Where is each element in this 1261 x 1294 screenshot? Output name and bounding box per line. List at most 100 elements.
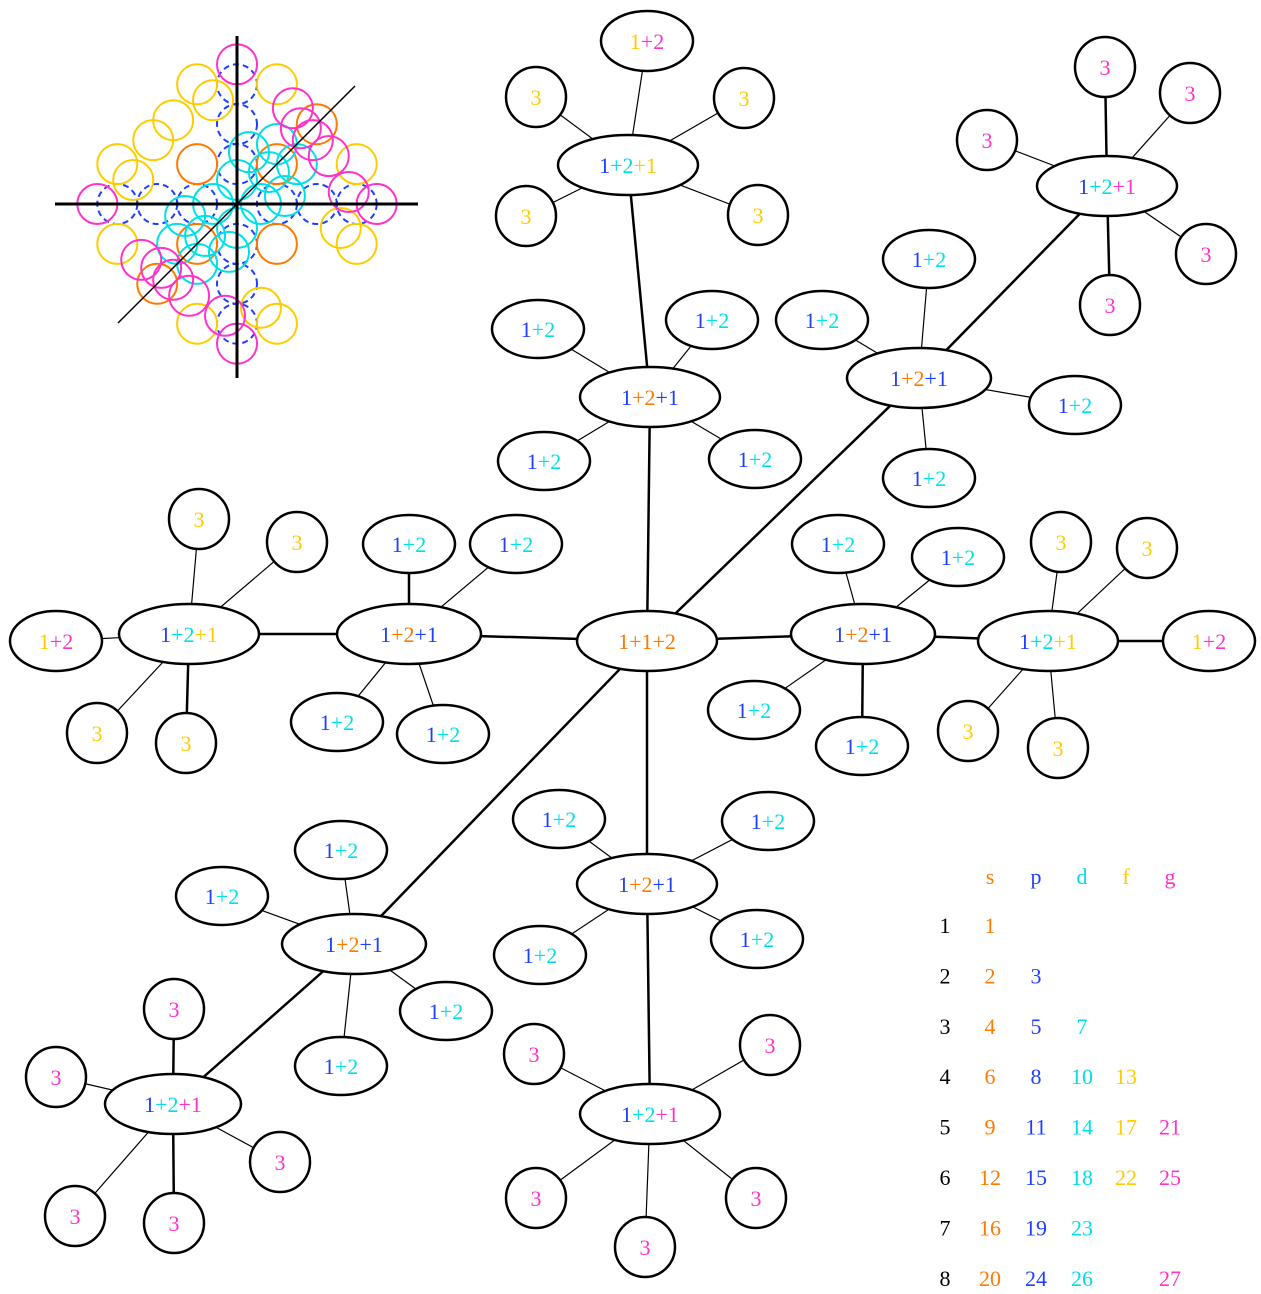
node-ellipse [398, 980, 494, 1042]
table-cell-d: 18 [1071, 1165, 1093, 1190]
node-ellipse [1115, 516, 1179, 580]
node-label-part: 2 [168, 1092, 179, 1117]
inset-axis-diag [117, 85, 356, 324]
inset-circle [271, 87, 314, 130]
node-label-part: 2 [449, 722, 460, 747]
node-label-part: + [656, 1102, 668, 1127]
node-label: 1+2+1 [380, 622, 438, 647]
node-label-part: 1 [542, 807, 553, 832]
node-label-part: 2 [415, 532, 426, 557]
node-label-part: 1 [646, 153, 657, 178]
node-r-2: 1+2 [910, 526, 1006, 588]
node-ellipse [578, 1082, 722, 1146]
node-fl-1: 3 [167, 487, 231, 551]
node-label: 3 [1105, 293, 1116, 318]
node-hub-down: 1+2+1 [575, 852, 719, 916]
node-ellipse [1027, 374, 1123, 436]
node-fd-2: 3 [738, 1013, 802, 1077]
node-label: 1+2 [912, 247, 946, 272]
node-label: 3 [1201, 242, 1212, 267]
node-label-part: + [553, 807, 565, 832]
node-label-part: + [538, 449, 550, 474]
inset-circle [140, 246, 183, 289]
node-ellipse [65, 701, 129, 765]
node-d-2: 1+2 [720, 790, 816, 852]
node-label: 3 [1053, 736, 1064, 761]
node-label: 3 [963, 719, 974, 744]
inset-circle [208, 230, 251, 273]
node-label-part: 3 [531, 1186, 542, 1211]
node-ellipse [43, 1184, 107, 1248]
node-ellipse [395, 703, 491, 765]
node-label-part: + [923, 466, 935, 491]
node-label-part: 3 [982, 128, 993, 153]
node-ellipse [502, 1022, 566, 1086]
node-label-part: 1 [144, 1092, 155, 1117]
node-label-part: 3 [1105, 293, 1116, 318]
node-label-part: 1 [325, 932, 336, 957]
node-label-part: 3 [194, 507, 205, 532]
node-label-part: + [653, 629, 665, 654]
table-header-p: p [1031, 864, 1042, 889]
inset-circle [164, 194, 207, 237]
node-label-part: 2 [914, 366, 925, 391]
table-cell-s: 20 [979, 1266, 1001, 1291]
node-label-part: + [403, 532, 415, 557]
node-l-4: 1+2 [395, 703, 491, 765]
table-cell-p: 3 [1031, 963, 1042, 988]
node-label-part: 2 [550, 449, 561, 474]
node-r-3: 1+2 [706, 679, 802, 741]
table-cell-p: 5 [1031, 1014, 1042, 1039]
node-fd-3: 3 [504, 1166, 568, 1230]
node-label-part: 3 [1201, 242, 1212, 267]
node-ellipse [910, 526, 1006, 588]
node-far-right: 1+2+1 [976, 609, 1120, 673]
node-label-part: 1 [668, 1102, 679, 1127]
node-label: 1+1+2 [618, 629, 676, 654]
inset-circle [335, 222, 378, 265]
node-far-ur: 1+2+1 [1035, 154, 1179, 218]
node-label-part: 2 [228, 884, 239, 909]
table-cell-f: 13 [1115, 1064, 1137, 1089]
node-u-3: 1+2 [496, 430, 592, 492]
node-label-part: 1 [621, 385, 632, 410]
node-label-part: + [335, 1054, 347, 1079]
table-cell-p: 8 [1031, 1064, 1042, 1089]
node-label: 1+2 [751, 809, 785, 834]
node-label-part: 1 [618, 629, 629, 654]
node-label-part: + [901, 366, 913, 391]
node-label: 1+2 [941, 545, 975, 570]
node-label-part: 1 [941, 545, 952, 570]
node-label: 1+2 [429, 999, 463, 1024]
node-ellipse [490, 298, 586, 360]
node-fu-top: 1+2 [599, 9, 695, 73]
node-fll-3: 3 [248, 1130, 312, 1194]
node-label-part: 1 [426, 722, 437, 747]
node-label-part: 1 [912, 466, 923, 491]
node-label: 3 [531, 1186, 542, 1211]
table-row-number: 2 [940, 963, 951, 988]
node-ellipse [24, 1045, 88, 1109]
node-label-part: 1 [324, 1054, 335, 1079]
node-ellipse [280, 912, 428, 976]
table-row-number: 3 [940, 1014, 951, 1039]
node-ellipse [142, 977, 206, 1041]
node-label-part: 2 [718, 308, 729, 333]
node-label: 3 [275, 1150, 286, 1175]
node-label-part: 1 [751, 809, 762, 834]
node-ellipse [712, 66, 776, 130]
node-label: 1+2 [521, 317, 555, 342]
node-ellipse [706, 679, 802, 741]
node-label-part: 1 [834, 622, 845, 647]
table-header-g: g [1165, 864, 1176, 889]
node-label-part: 3 [275, 1150, 286, 1175]
node-label-part: + [415, 622, 427, 647]
node-d-4: 1+2 [709, 908, 805, 970]
node-label: 3 [531, 85, 542, 110]
node-label-part: + [195, 622, 207, 647]
node-label-part: 1 [668, 385, 679, 410]
node-label-part: 2 [761, 447, 772, 472]
node-fu-4: 3 [726, 183, 790, 247]
node-label-part: 2 [1102, 174, 1113, 199]
